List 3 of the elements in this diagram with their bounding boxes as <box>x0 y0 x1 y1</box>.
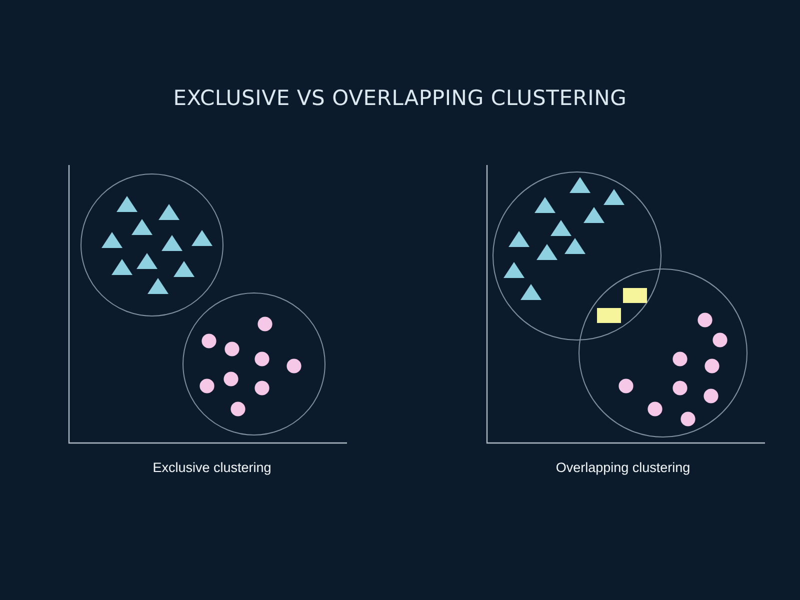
title: EXCLUSIVE VS OVERLAPPING CLUSTERING <box>173 86 627 110</box>
plot-caption: Exclusive clustering <box>152 460 272 475</box>
plot-caption: Overlapping clustering <box>556 460 690 475</box>
